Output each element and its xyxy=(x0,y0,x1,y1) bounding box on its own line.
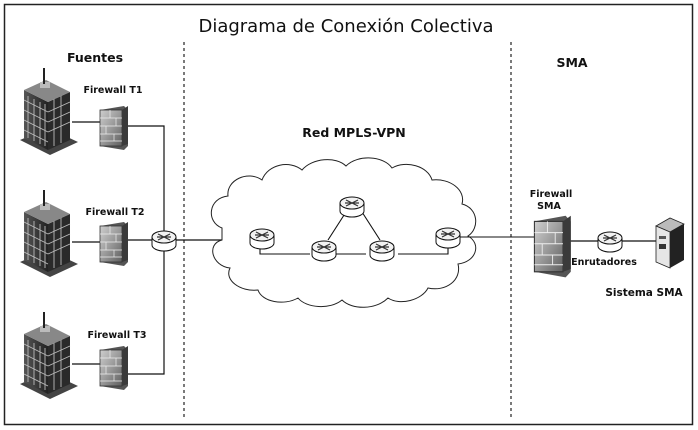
source-1: Firewall T1 xyxy=(19,67,143,156)
source-2: Firewall T2 xyxy=(19,189,145,278)
sma-firewall-label-1: Firewall xyxy=(530,189,573,200)
system-label: Sistema SMA xyxy=(605,287,683,299)
building-icon xyxy=(19,67,79,156)
diagram-border xyxy=(3,3,694,426)
section-network: Red MPLS-VPN xyxy=(302,125,406,140)
building-icon xyxy=(19,189,79,278)
firewall-label: Firewall T3 xyxy=(88,330,147,341)
server-icon xyxy=(655,217,685,269)
router-icon xyxy=(369,240,395,262)
firewall-icon xyxy=(99,105,129,151)
firewall-label: Firewall T1 xyxy=(84,85,143,96)
router-icon xyxy=(597,231,623,253)
sma-firewall-label-2: SMA xyxy=(537,201,561,212)
router-icon xyxy=(249,228,275,250)
router-icon xyxy=(151,230,177,252)
diagram-title: Diagrama de Conexión Colectiva xyxy=(198,16,493,37)
firewall-icon xyxy=(533,215,572,279)
router-icon xyxy=(435,227,461,249)
router-label: Enrutadores xyxy=(571,257,637,268)
firewall-icon xyxy=(99,221,129,267)
firewall-icon xyxy=(99,345,129,391)
router-icon xyxy=(311,240,337,262)
router-icon xyxy=(339,196,365,218)
firewall-label: Firewall T2 xyxy=(86,207,145,218)
cloud-icon xyxy=(211,157,477,308)
sma-firewall: Firewall SMA xyxy=(530,189,573,279)
source-3: Firewall T3 xyxy=(19,311,147,400)
section-sma: SMA xyxy=(556,55,587,70)
building-icon xyxy=(19,311,79,400)
section-sources: Fuentes xyxy=(67,50,123,65)
